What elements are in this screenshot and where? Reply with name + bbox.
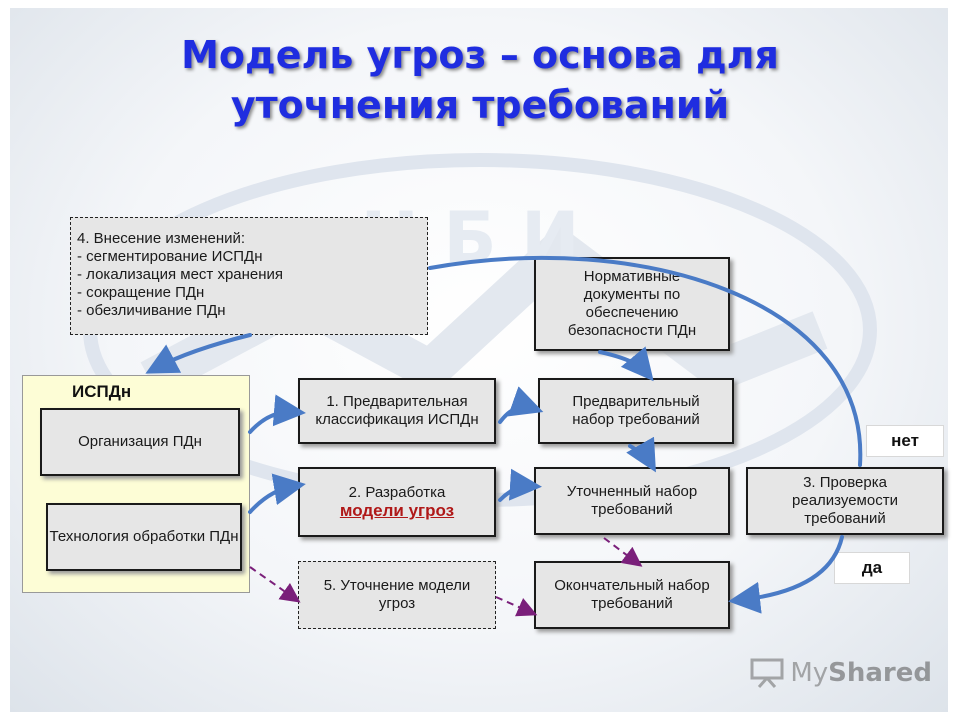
org-box-label: Организация ПДн [78, 433, 202, 450]
arrow-step1-to-preliminary [498, 386, 544, 424]
arrow-step3-to-changes [428, 256, 863, 467]
presentation-board-icon [750, 658, 784, 688]
final-requirements-label: Окончательный набор требований [554, 577, 710, 612]
step5-label: 5. Уточнение модели угроз [323, 577, 471, 612]
title-line-2: уточнения требований [230, 83, 730, 127]
changes-line: - сегментирование ИСПДн [77, 248, 263, 265]
step2-box: 2. Разработка модели угроз [298, 467, 496, 537]
title-line-1: Модель угроз – основа для [181, 33, 779, 77]
step3-box: 3. Проверка реализуемости требований [746, 467, 944, 535]
changes-line: - сокращение ПДн [77, 284, 205, 301]
normative-docs-label: Нормативные документы по обеспечению без… [567, 268, 697, 339]
preliminary-requirements-label: Предварительный набор требований [572, 393, 700, 428]
arrow-step5-to-final [495, 596, 538, 617]
arrow-normative-to-preliminary [598, 346, 654, 382]
label-yes: да [834, 552, 910, 584]
arrow-preliminary-to-refined [626, 436, 656, 473]
changes-line: 4. Внесение изменений: [77, 230, 246, 247]
myshared-logo: MyShared [750, 658, 932, 688]
arrow-ispdn-to-step5 [249, 566, 301, 603]
arrow-tech-to-step2 [248, 473, 306, 514]
label-no: нет [866, 425, 944, 457]
changes-line: - обезличивание ПДн [77, 302, 226, 319]
tech-box-label: Технология обработки ПДн [49, 528, 239, 545]
step5-box: 5. Уточнение модели угроз [298, 561, 496, 629]
step2-label: 2. Разработка [348, 484, 446, 501]
slide-title: Модель угроз – основа для уточнения треб… [0, 30, 960, 130]
refined-requirements-label: Уточненный набор требований [566, 483, 698, 518]
arrow-refined-to-final [603, 537, 643, 567]
tech-box: Технология обработки ПДн [46, 503, 242, 571]
final-requirements-box: Окончательный набор требований [534, 561, 730, 629]
threat-model-highlight: модели угроз [339, 501, 455, 520]
arrow-org-to-step1 [248, 394, 306, 434]
normative-docs-box: Нормативные документы по обеспечению без… [534, 257, 730, 351]
arrow-changes-to-ispdn [145, 333, 252, 374]
arrow-step2-to-refined [498, 468, 542, 502]
step3-label: 3. Проверка реализуемости требований [792, 474, 898, 527]
changes-line: - локализация мест хранения [77, 266, 284, 283]
org-box: Организация ПДн [40, 408, 240, 476]
ispdn-title: ИСПДн [72, 382, 132, 401]
changes-box: 4. Внесение изменений: - сегментирование… [70, 217, 428, 335]
arrow-step3-to-final [728, 535, 844, 614]
logo-shared: Shared [828, 658, 932, 688]
refined-requirements-box: Уточненный набор требований [534, 467, 730, 535]
logo-text: MyShared [790, 658, 932, 688]
step1-label: 1. Предварительная классификация ИСПДн [315, 393, 479, 428]
step1-box: 1. Предварительная классификация ИСПДн [298, 378, 496, 444]
logo-my: My [790, 658, 829, 688]
